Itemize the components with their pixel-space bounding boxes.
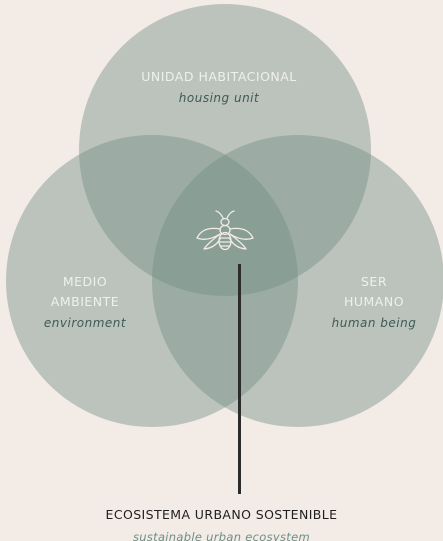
circle-ser-humano (152, 135, 443, 427)
label-ser-humano: SER HUMANO human being (304, 272, 443, 333)
ser-humano-title-line2: HUMANO (343, 294, 405, 309)
unidad-habitacional-title: UNIDAD HABITACIONAL (141, 69, 297, 84)
ser-humano-title-line1: SER (360, 274, 388, 289)
label-medio-ambiente: MEDIO AMBIENTE environment (20, 272, 150, 333)
caption: ECOSISTEMA URBANO SOSTENIBLE sustainable… (0, 506, 443, 541)
circle-medio-ambiente (6, 135, 298, 427)
caption-title: ECOSISTEMA URBANO SOSTENIBLE (105, 507, 338, 522)
medio-ambiente-title-line1: MEDIO (62, 274, 108, 289)
circle-unidad-habitacional (79, 4, 371, 296)
medio-ambiente-subtitle: environment (43, 316, 127, 330)
connector-line (237, 264, 241, 494)
bee-icon (196, 210, 254, 251)
label-unidad-habitacional: UNIDAD HABITACIONAL housing unit (119, 67, 319, 108)
unidad-habitacional-subtitle: housing unit (178, 91, 260, 105)
caption-subtitle: sustainable urban ecosystem (132, 530, 310, 541)
ser-humano-subtitle: human being (331, 316, 417, 330)
medio-ambiente-title-line2: AMBIENTE (50, 294, 120, 309)
